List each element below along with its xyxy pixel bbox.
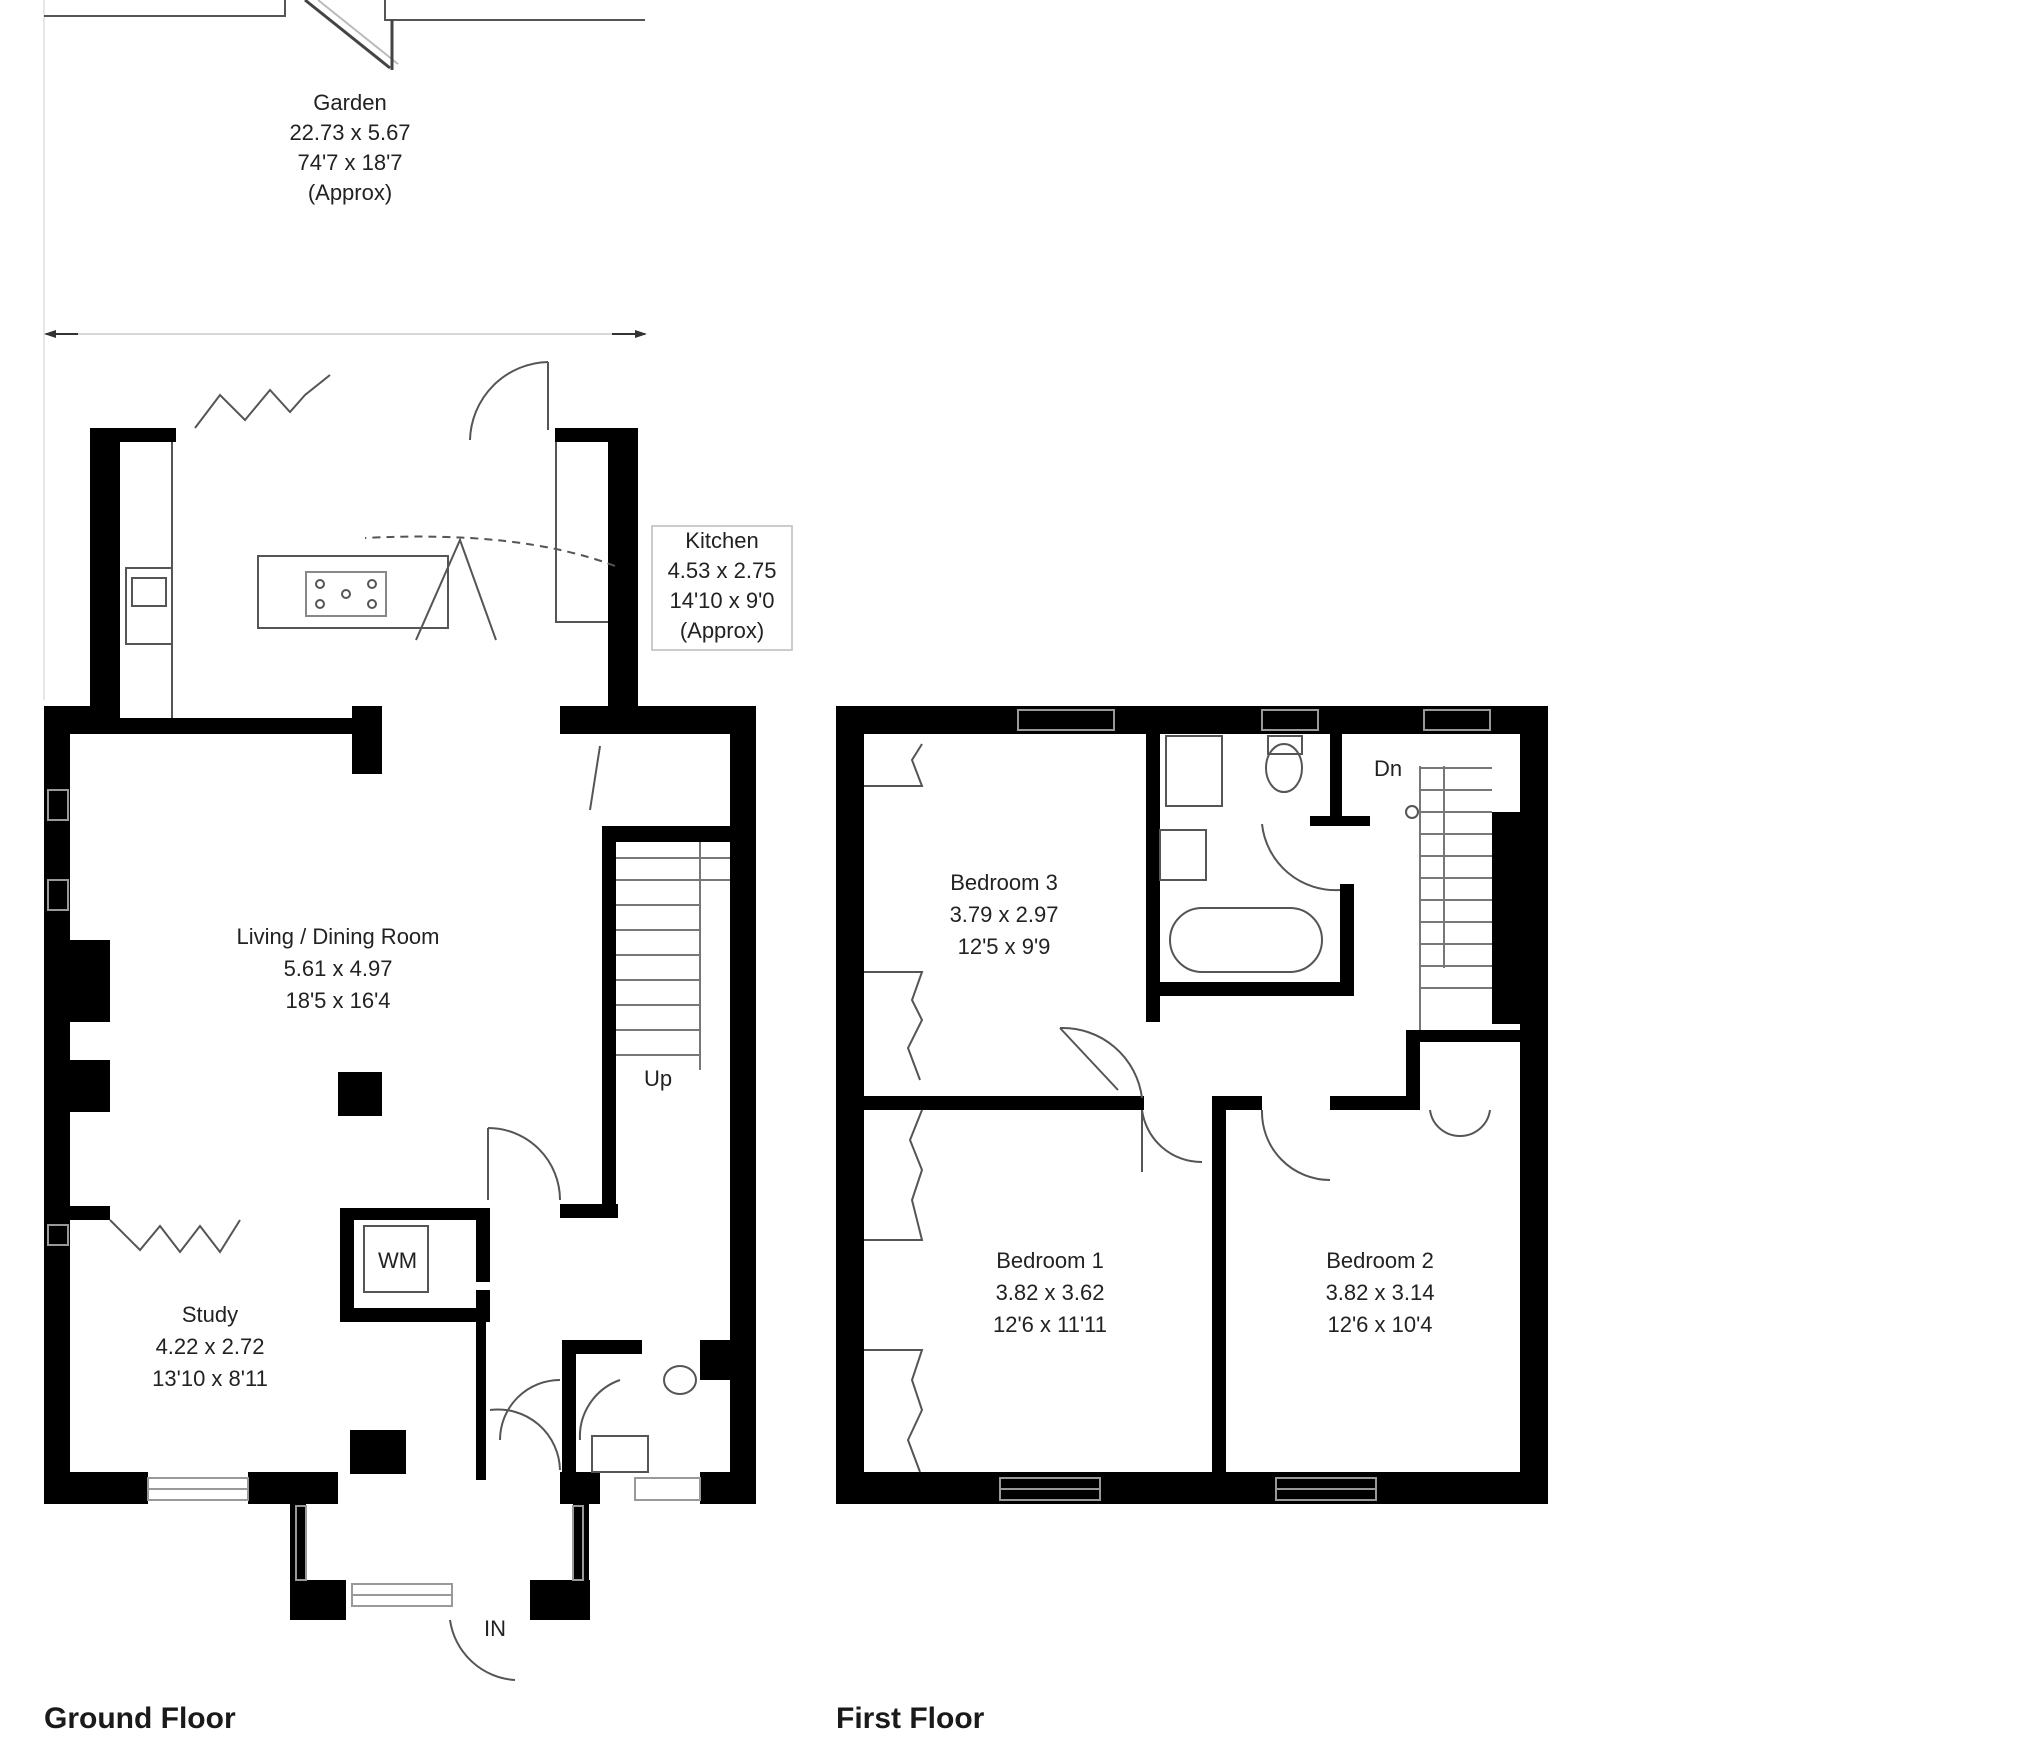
kitchen-metric: 4.53 x 2.75 xyxy=(668,558,777,583)
bedroom1-metric: 3.82 x 3.62 xyxy=(996,1280,1105,1305)
study-name: Study xyxy=(182,1302,238,1327)
living-label: Living / Dining Room 5.61 x 4.97 18'5 x … xyxy=(237,924,440,1013)
bedroom1-label: Bedroom 1 3.82 x 3.62 12'6 x 11'11 xyxy=(993,1248,1107,1337)
kitchen-label: Kitchen 4.53 x 2.75 14'10 x 9'0 (Approx) xyxy=(651,525,793,651)
ground-fixtures xyxy=(109,361,730,1681)
ground-floor-walls xyxy=(44,428,756,1620)
bedroom3-label: Bedroom 3 3.79 x 2.97 12'5 x 9'9 xyxy=(950,870,1059,959)
first-floor-title: First Floor xyxy=(836,1702,985,1735)
garden-approx: (Approx) xyxy=(308,180,392,205)
garden-area xyxy=(43,0,647,700)
bedroom2-name: Bedroom 2 xyxy=(1326,1248,1434,1273)
study-imperial: 13'10 x 8'11 xyxy=(152,1366,268,1391)
garden-name: Garden xyxy=(313,90,386,115)
bedroom2-imperial: 12'6 x 10'4 xyxy=(1327,1312,1432,1337)
kitchen-name: Kitchen xyxy=(685,528,758,553)
bedroom1-name: Bedroom 1 xyxy=(996,1248,1104,1273)
first-windows xyxy=(999,709,1491,1501)
study-label: Study 4.22 x 2.72 13'10 x 8'11 xyxy=(152,1302,268,1391)
stairs-up-label: Up xyxy=(644,1066,672,1091)
living-metric: 5.61 x 4.97 xyxy=(284,956,393,981)
bedroom1-imperial: 12'6 x 11'11 xyxy=(993,1312,1107,1337)
bedroom3-name: Bedroom 3 xyxy=(950,870,1058,895)
first-floor-walls xyxy=(836,706,1548,1504)
garden-label: Garden 22.73 x 5.67 74'7 x 18'7 (Approx) xyxy=(289,90,410,205)
entrance-label: IN xyxy=(484,1616,506,1641)
bedroom2-label: Bedroom 2 3.82 x 3.14 12'6 x 10'4 xyxy=(1326,1248,1435,1337)
living-imperial: 18'5 x 16'4 xyxy=(285,988,390,1013)
kitchen-imperial: 14'10 x 9'0 xyxy=(669,588,774,613)
washing-machine-label: WM xyxy=(378,1248,417,1273)
ground-windows xyxy=(47,789,701,1607)
living-name: Living / Dining Room xyxy=(237,924,440,949)
stairs-down-label: Dn xyxy=(1374,756,1402,781)
study-metric: 4.22 x 2.72 xyxy=(156,1334,265,1359)
bedroom3-metric: 3.79 x 2.97 xyxy=(950,902,1059,927)
first-fixtures xyxy=(864,735,1492,1473)
bedroom2-metric: 3.82 x 3.14 xyxy=(1326,1280,1435,1305)
ground-floor-title: Ground Floor xyxy=(44,1702,236,1735)
garden-imperial: 74'7 x 18'7 xyxy=(297,150,402,175)
kitchen-approx: (Approx) xyxy=(680,618,764,643)
bedroom3-imperial: 12'5 x 9'9 xyxy=(958,934,1051,959)
garden-metric: 22.73 x 5.67 xyxy=(289,120,410,145)
